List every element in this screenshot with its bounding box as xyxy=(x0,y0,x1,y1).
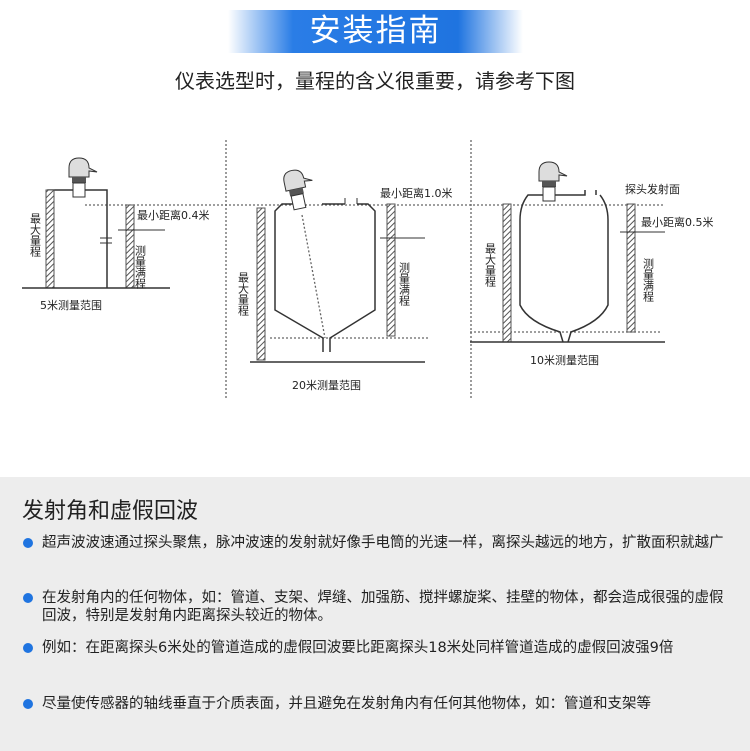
page-subtitle: 仪表选型时，量程的含义很重要，请参考下图 xyxy=(175,69,575,93)
min-distance-label: 最小距离0.5米 xyxy=(641,215,714,229)
full-range-label: 测量满程 xyxy=(642,258,655,303)
max-range-label: 最大量程 xyxy=(484,243,497,288)
probe-face-label: 探头发射面 xyxy=(625,182,680,196)
info-panel: 发射角和虚假回波 超声波波速通过探头聚焦，脉冲波速的发射就好像手电筒的光速一样，… xyxy=(0,477,750,751)
list-item: 例如：在距离探头6米处的管道造成的虚假回波要比距离探头18米处同样管道造成的虚假… xyxy=(23,639,732,657)
min-distance-label: 最小距离1.0米 xyxy=(380,186,453,200)
diagram-20m: 最小距离1.0米 测量满程 最大量程 20米测量范围 xyxy=(237,166,453,392)
list-item: 超声波波速通过探头聚焦，脉冲波速的发射就好像手电筒的光速一样，离探头越远的地方，… xyxy=(23,534,732,552)
range-diagrams: 最小距离0.4米 测量满程 最大量程 5米测量范围 最小距离1.0米 测量满程 … xyxy=(22,140,714,398)
range-label: 20米测量范围 xyxy=(292,378,361,392)
bullet-icon xyxy=(23,643,33,653)
range-label: 5米测量范围 xyxy=(40,298,102,312)
max-range-label: 最大量程 xyxy=(237,272,250,317)
bullet-icon xyxy=(23,538,33,548)
page-title: 安装指南 xyxy=(309,13,442,49)
full-range-label: 测量满程 xyxy=(398,262,411,307)
max-range-label: 最大量程 xyxy=(29,213,42,258)
range-label: 10米测量范围 xyxy=(530,353,599,367)
list-item: 尽量使传感器的轴线垂直于介质表面，并且避免在发射角内有任何其他物体，如：管道和支… xyxy=(23,695,732,713)
list-item: 在发射角内的任何物体，如：管道、支架、焊缝、加强筋、搅拌螺旋桨、挂壁的物体，都会… xyxy=(23,589,732,625)
bullet-icon xyxy=(23,699,33,709)
min-distance-label: 最小距离0.4米 xyxy=(137,208,210,222)
diagram-5m: 最小距离0.4米 测量满程 最大量程 5米测量范围 xyxy=(22,157,210,312)
full-range-label: 测量满程 xyxy=(134,245,147,290)
bullet-icon xyxy=(23,593,33,603)
section-title: 发射角和虚假回波 xyxy=(22,499,199,524)
diagram-10m: 探头发射面 最小距离0.5米 测量满程 最大量程 10米测量范围 xyxy=(470,161,714,367)
title-banner: 安装指南 xyxy=(228,10,523,53)
